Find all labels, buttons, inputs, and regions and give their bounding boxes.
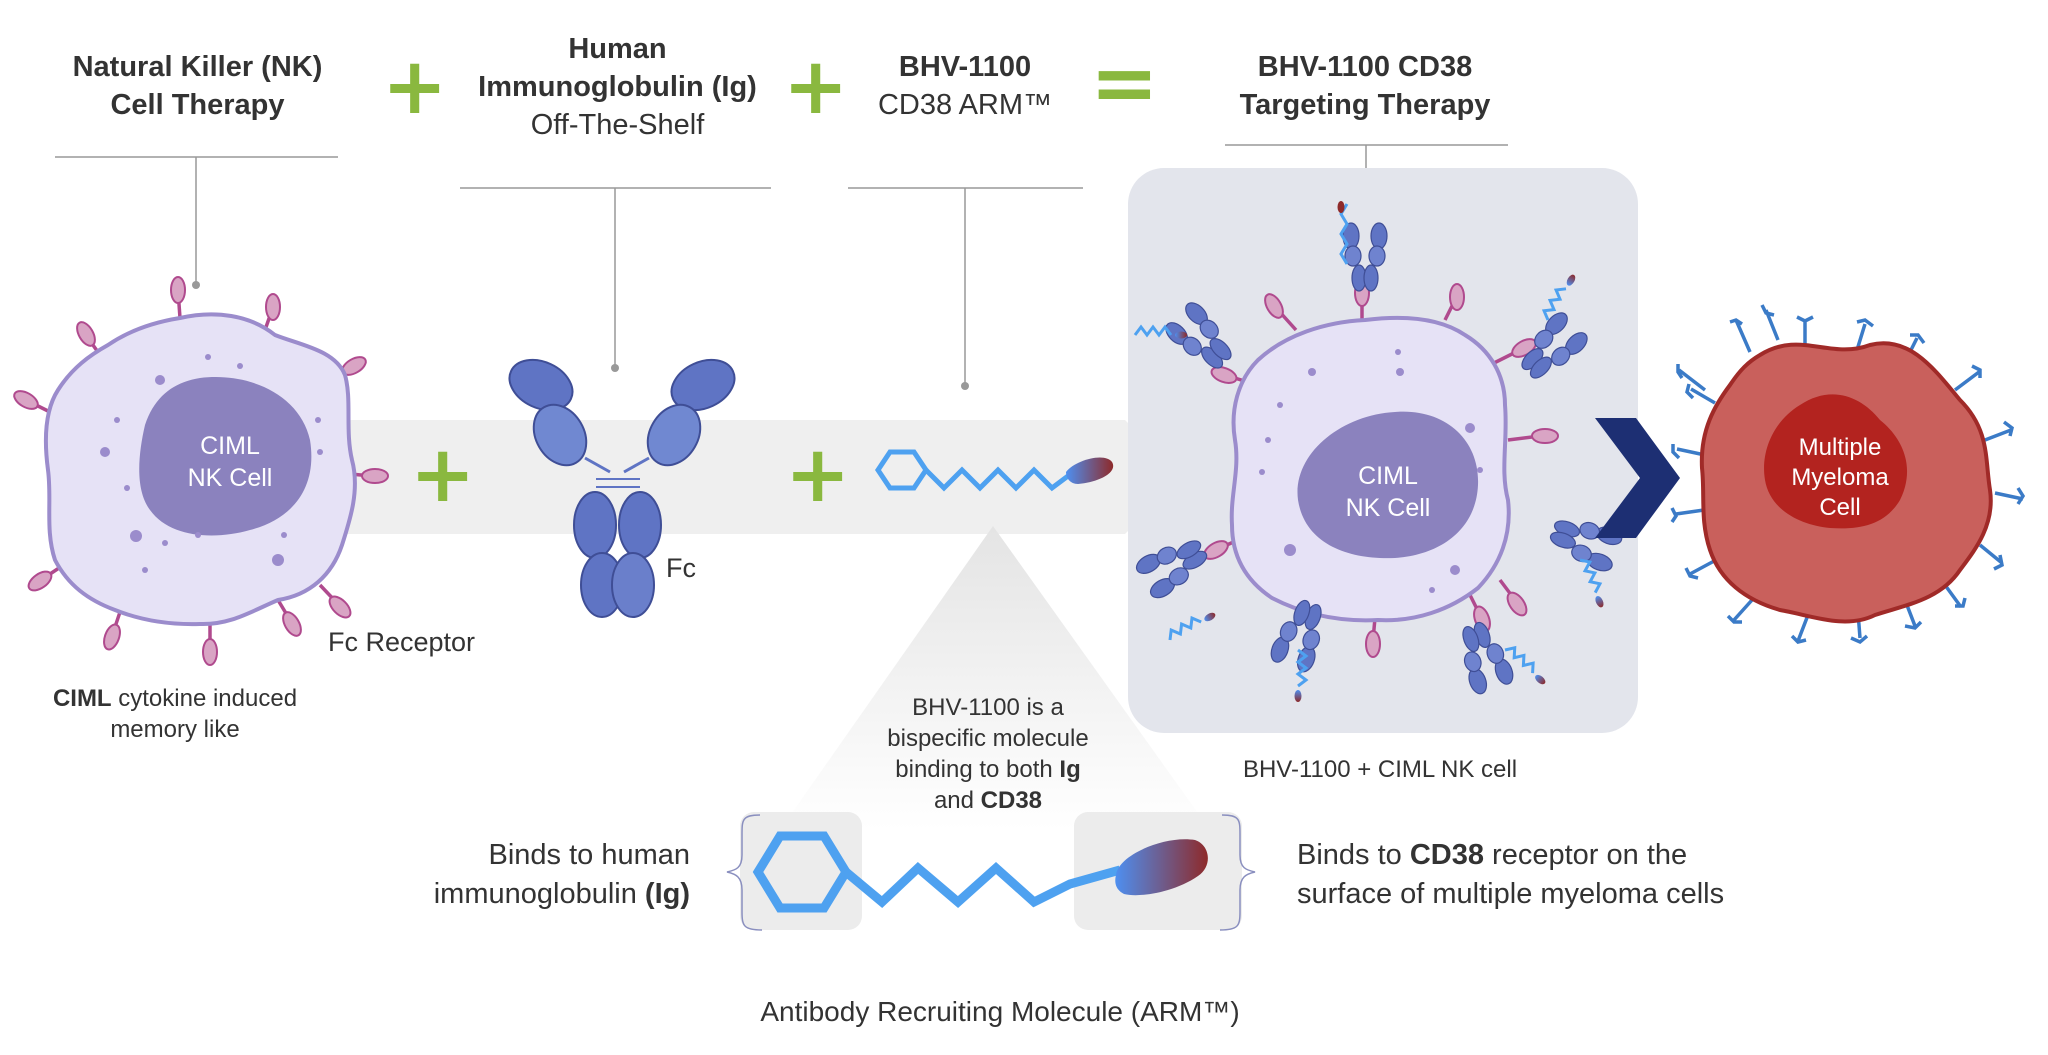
header-ig-line3: Off-The-Shelf (530, 109, 705, 141)
nk-cell-right-label: CIML NK Cell (1318, 460, 1458, 524)
header-ig-line1: Human (568, 33, 667, 65)
myeloma-line2: Myeloma (1791, 464, 1889, 491)
ciml-bold: CIML (52, 685, 112, 712)
nk-right-line1: CIML (1358, 462, 1418, 490)
header-nk-line2: Cell Therapy (110, 89, 285, 121)
header-arm-line1: BHV-1100 (898, 51, 1032, 83)
binds-ig-line2: immunoglobulin (Ig) (390, 875, 690, 914)
arm-detail (726, 812, 1256, 931)
binds-cd38-label: Binds to CD38 receptor on the surface of… (1297, 836, 1817, 914)
binds-cd38-line1: Binds to CD38 receptor on the (1297, 836, 1817, 875)
myeloma-cell-label: Multiple Myeloma Cell (1770, 433, 1910, 523)
myeloma-cell (1670, 304, 2026, 645)
plus-sign-2: + (783, 42, 849, 132)
immunoglobulin-antibody (508, 358, 736, 618)
header-arm-line2: CD38 ARM™ (877, 89, 1053, 121)
equals-sign: = (1090, 36, 1159, 131)
bispecific-line2: bispecific molecule (887, 725, 1089, 752)
binds-ig-l2a: immunoglobulin (433, 878, 645, 910)
plus-sign-4: + (785, 430, 851, 520)
arm-molecule-small (874, 449, 1114, 492)
bispecific-l3b: Ig (1059, 756, 1081, 783)
nk-cell-right (1203, 279, 1559, 658)
binds-ig-l2b: (Ig) (644, 878, 690, 910)
plus-sign-1: + (382, 42, 448, 132)
nk-left-line1: CIML (200, 432, 260, 460)
header-result-line2: Targeting Therapy (1239, 89, 1491, 121)
bispecific-description: BHV-1100 is a bispecific molecule bindin… (853, 692, 1123, 816)
bispecific-line4: and CD38 (853, 785, 1123, 816)
bispecific-l4a: and (933, 787, 981, 814)
bispecific-l4b: CD38 (980, 787, 1043, 814)
arm-caption: Antibody Recruiting Molecule (ARM™) (760, 996, 1240, 1027)
ciml-rest: cytokine induced (111, 685, 298, 712)
fc-receptors-left (13, 276, 389, 666)
nk-nucleus-left (139, 377, 312, 536)
binds-ig-label: Binds to human immunoglobulin (Ig) (390, 836, 690, 914)
header-targeting-therapy: BHV-1100 CD38 Targeting Therapy (1200, 48, 1530, 124)
nk-left-line2: NK Cell (187, 464, 273, 492)
zoom-triangle (780, 526, 1210, 830)
nk-cell-left-label: CIML NK Cell (160, 430, 300, 494)
ciml-line2: memory like (110, 716, 240, 743)
binds-ig-line1: Binds to human (488, 839, 690, 871)
header-result-line1: BHV-1100 CD38 (1257, 51, 1473, 83)
combo-caption: BHV-1100 + CIML NK cell (1242, 756, 1518, 783)
header-arm: BHV-1100 CD38 ARM™ (850, 48, 1080, 124)
chevron-arrow (1595, 418, 1680, 538)
bispecific-l3a: binding to both (895, 756, 1060, 783)
nk-right-line2: NK Cell (1345, 494, 1431, 522)
header-ig-line2: Immunoglobulin (Ig) (478, 71, 757, 103)
ciml-definition: CIML cytokine induced memory like (20, 683, 330, 745)
binds-cd38-a: Binds to (1297, 839, 1410, 871)
myeloma-line1: Multiple (1798, 434, 1882, 461)
plus-sign-3: + (410, 430, 476, 520)
header-immunoglobulin: Human Immunoglobulin (Ig) Off-The-Shelf (455, 30, 780, 144)
binds-cd38-b: CD38 (1409, 839, 1484, 871)
bispecific-line3: binding to both Ig (853, 754, 1123, 785)
header-nk-therapy: Natural Killer (NK) Cell Therapy (40, 48, 355, 124)
fc-receptor-label: Fc Receptor (328, 627, 476, 657)
fc-label: Fc (666, 553, 696, 583)
armed-antibodies (1132, 201, 1625, 704)
header-nk-line1: Natural Killer (NK) (72, 51, 323, 83)
nk-cell-left (13, 276, 389, 666)
binds-cd38-c: receptor on the (1484, 839, 1688, 871)
ciml-line1: CIML cytokine induced (20, 683, 330, 714)
binds-cd38-line2: surface of multiple myeloma cells (1297, 878, 1725, 910)
myeloma-line3: Cell (1819, 494, 1861, 521)
bispecific-line1: BHV-1100 is a (912, 694, 1064, 721)
